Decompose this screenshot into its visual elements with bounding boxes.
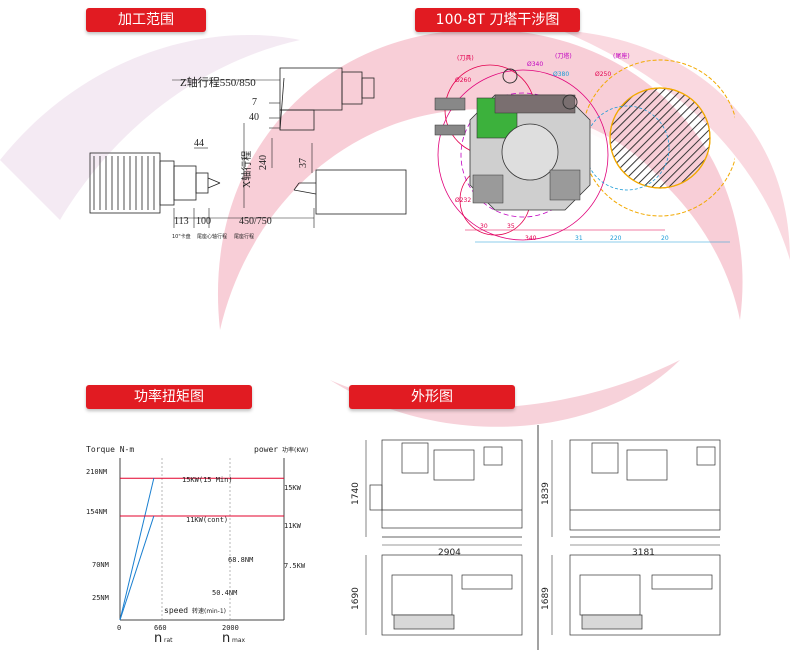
spindle-housing	[89, 152, 221, 214]
label-d232: Ø232	[455, 197, 471, 204]
n-max-sub: max	[232, 637, 246, 644]
section-title-torque: 功率扭矩图	[86, 385, 252, 409]
n-max: n	[222, 631, 230, 645]
label-tool: (刀具)	[457, 55, 474, 62]
y-axis-title: Torque N-m	[86, 445, 134, 454]
power-rise-0	[119, 478, 155, 621]
n-rat-sub: rat	[164, 637, 173, 644]
y-tick-210: 210NM	[86, 468, 107, 476]
dim-37: 37	[298, 158, 309, 168]
turret-dim-31: 31	[575, 235, 583, 242]
label-tailstock: (尾座)	[613, 52, 630, 60]
machine-front-right	[569, 439, 721, 538]
y-tick-154: 154NM	[86, 508, 107, 516]
y2-axis-title: power	[254, 445, 278, 454]
dim-1740: 1740	[351, 482, 361, 505]
section-title-outline: 外形图	[349, 385, 515, 409]
dim-40: 40	[249, 112, 259, 123]
dim-2904: 2904	[438, 548, 461, 558]
x-tick-2000: 2000	[222, 624, 239, 632]
y2-tick-11: 11KW	[284, 522, 302, 530]
note-quill: 尾座心轴行程	[197, 233, 227, 240]
x-axis-title-cn: 转速(min-1)	[192, 607, 226, 615]
y-tick-70: 70NM	[92, 561, 109, 569]
dim-450-750: 450/750	[239, 216, 272, 227]
n-rat: n	[154, 631, 162, 645]
dim-240: 240	[258, 155, 269, 170]
machine-top-left	[381, 554, 523, 636]
section-title-turret: 100-8T 刀塔干涉图	[415, 8, 580, 32]
dim-100: 100	[196, 216, 211, 227]
label-d380: Ø380	[553, 71, 569, 78]
dim-1689: 1689	[541, 587, 551, 610]
x-tick-0: 0	[117, 624, 121, 632]
dim-1690: 1690	[351, 587, 361, 610]
y-tick-25: 25NM	[92, 594, 109, 602]
turret-dim-340: 340	[525, 235, 537, 242]
annotation-50.4: 50.4NM	[212, 589, 237, 597]
note-chuck: 10"卡盘	[172, 233, 191, 240]
machining-range-drawing: Z轴行程550/850 7 40 X轴行程 240 37 44 113 100 …	[89, 67, 407, 240]
dim-7: 7	[252, 97, 257, 108]
dim-113: 113	[174, 216, 189, 227]
x-axis-title: speed	[164, 606, 188, 615]
x-travel-label: X轴行程	[240, 151, 253, 188]
dim-3181: 3181	[632, 548, 655, 558]
label-d260: Ø260	[455, 77, 471, 84]
note-tailstock: 尾座行程	[234, 233, 254, 240]
torque-power-chart: Torque N-m power 功率(KW) 210NM 154NM 70NM…	[86, 445, 308, 645]
power-rise-1	[119, 515, 155, 621]
dim-1839: 1839	[541, 482, 551, 505]
dim-44: 44	[194, 138, 204, 149]
turret-dim-35: 35	[507, 223, 515, 230]
section-title-range: 加工范围	[86, 8, 206, 32]
turret-dim-220: 220	[610, 235, 622, 242]
label-d340: Ø340	[527, 61, 543, 68]
turret-slide	[279, 67, 407, 215]
label-turret: (刀塔)	[555, 52, 572, 60]
x-tick-660: 660	[154, 624, 167, 632]
z-travel-label: Z轴行程550/850	[180, 75, 256, 89]
series-label-15kw: 15KW(15 Min)	[182, 476, 233, 484]
machine-front-left	[369, 439, 523, 538]
y2-tick-15: 15KW	[284, 484, 302, 492]
turret-interference-drawing: (刀具) Ø260 (刀塔) Ø340 Ø380 (尾座) Ø250 Ø232 …	[434, 52, 735, 243]
annotation-68.8: 68.8NM	[228, 556, 253, 564]
y2-axis-title-cn: 功率(KW)	[282, 446, 308, 454]
outline-drawings: 1740 2904 1839 3181 1690 1689	[351, 425, 721, 650]
y2-tick-7.5: 7.5KW	[284, 562, 306, 570]
label-d250: Ø250	[595, 71, 611, 78]
machine-top-right	[569, 554, 721, 636]
turret-dim-30: 30	[480, 223, 488, 230]
turret-dim-20: 20	[661, 235, 669, 242]
series-label-11kw: 11KW(cont)	[186, 516, 228, 524]
